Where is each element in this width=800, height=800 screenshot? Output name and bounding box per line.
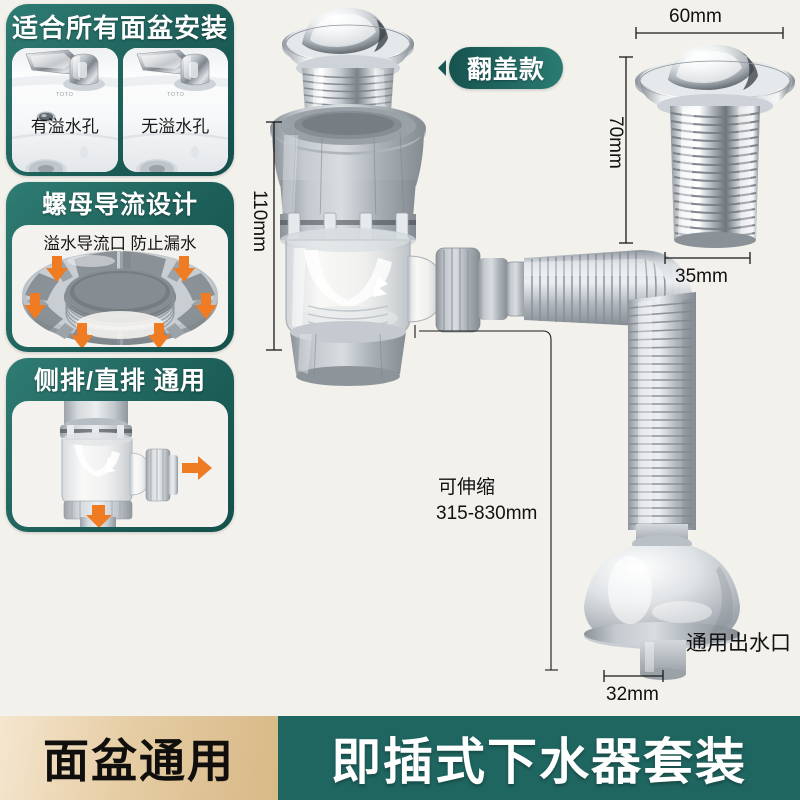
panel-basin-compatibility-title: 适合所有面盆安装 (12, 13, 229, 43)
note-universal-outlet: 通用出水口 (686, 632, 791, 655)
universal-outlet-bell (584, 524, 740, 680)
tee-body-dual-outlet-icon (60, 401, 212, 527)
side-outlet-arrow (182, 456, 212, 480)
note-extensible-range: 315-830mm (436, 503, 538, 524)
banner-left-block: 面盆通用 (0, 716, 278, 800)
panel-nut-diversion: 螺母导流设计 溢水导流口 防止漏水 (6, 182, 234, 352)
bottom-outlet-arrow (86, 505, 112, 527)
flow-arrow (24, 256, 217, 347)
dimension-flange-diameter: 60mm (669, 6, 722, 27)
sink-with-overflow-hole-icon: TOTO (12, 48, 118, 172)
main-product-illustration (270, 8, 740, 680)
drain-body-assembly (270, 8, 426, 386)
panel-side-straight-drain-body (12, 401, 228, 527)
side-outlet-connector (407, 247, 529, 333)
callout-label: 翻盖款 (467, 56, 546, 84)
flexible-corrugated-hose (524, 250, 697, 530)
bottom-banner: 面盆通用 即插式下水器套装 (0, 716, 800, 800)
sink-card-caption-with-overflow: 有溢水孔 (30, 117, 99, 136)
dimension-stem-height: 70mm (605, 116, 626, 169)
panel-side-straight-drain: 侧排/直排 通用 (6, 358, 234, 532)
banner-right-text: 即插式下水器套装 (331, 734, 747, 790)
svg-text:TOTO: TOTO (167, 92, 185, 98)
dimension-thread-diameter: 35mm (675, 266, 728, 287)
dimension-body-height: 110mm (249, 190, 270, 252)
panel-basin-compatibility: 适合所有面盆安装 (6, 4, 234, 176)
note-extensible-title: 可伸缩 (438, 477, 496, 498)
extensible-leader-line (414, 325, 558, 671)
panel-nut-diversion-caption: 溢水导流口 防止漏水 (43, 235, 197, 253)
banner-right-block: 即插式下水器套装 (278, 716, 800, 800)
dimension-outlet-diameter: 32mm (606, 684, 659, 705)
sink-card-caption-without-overflow: 无溢水孔 (141, 117, 210, 136)
sink-card-with-overflow: TOTO 有溢水孔 (12, 48, 118, 172)
panel-nut-diversion-title: 螺母导流设计 (41, 191, 198, 219)
detail-chrome-popup-part (635, 45, 795, 248)
panel-nut-diversion-body: 溢水导流口 防止漏水 (12, 225, 228, 347)
dimension-annotations (266, 27, 784, 682)
panel-side-straight-drain-title: 侧排/直排 通用 (34, 367, 206, 395)
callout-flip-top-type: 翻盖款 (437, 47, 564, 89)
sink-without-overflow-hole-icon: TOTO (122, 48, 228, 172)
banner-left-text: 面盆通用 (43, 735, 235, 787)
panel-basin-compatibility-body: TOTO 有溢水孔 (12, 48, 228, 172)
sink-card-without-overflow: TOTO 无溢水孔 (122, 48, 228, 172)
threaded-nut-with-flow-channels-icon (22, 251, 218, 347)
svg-text:TOTO: TOTO (56, 92, 74, 98)
